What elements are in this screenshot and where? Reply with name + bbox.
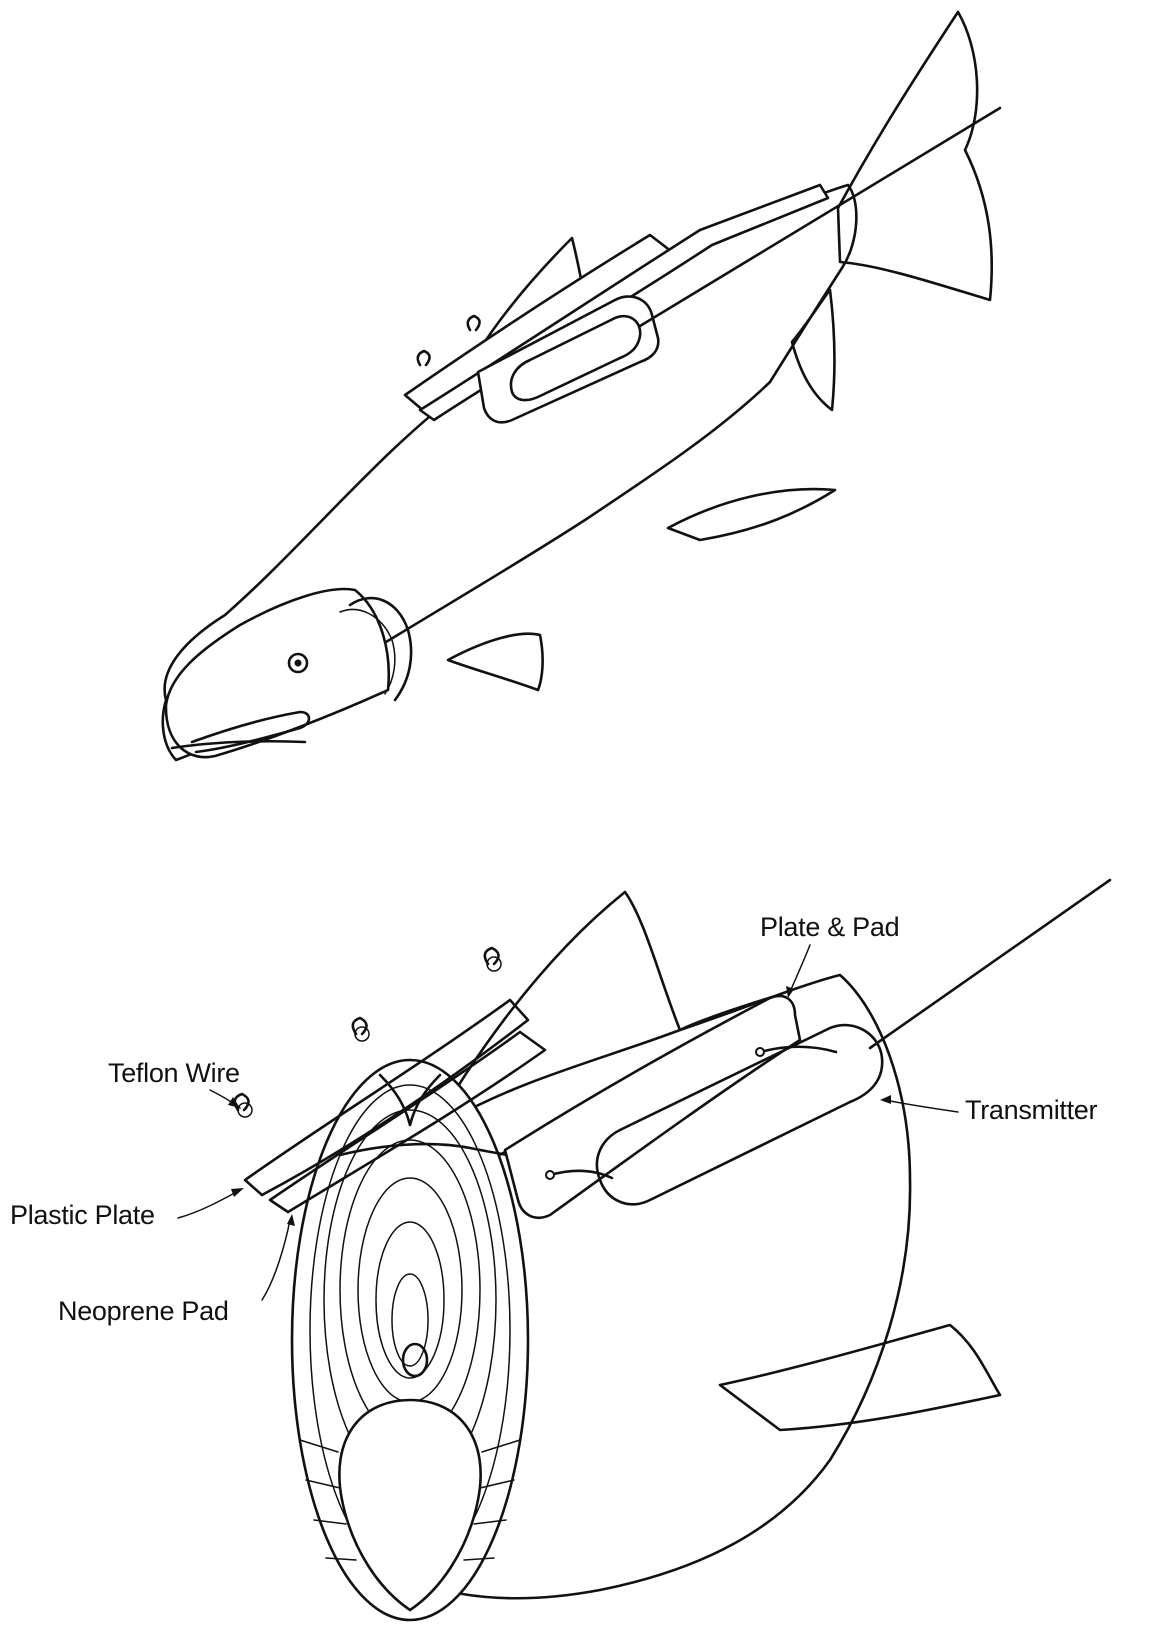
top-wire-loop-1 xyxy=(418,351,430,365)
arrow-plate-and-pad xyxy=(786,986,794,998)
top-fish-head xyxy=(166,589,389,757)
arrow-plastic-plate xyxy=(231,1188,244,1197)
label-plastic-plate: Plastic Plate xyxy=(10,1200,155,1231)
arrow-teflon-wire xyxy=(228,1097,240,1108)
arrow-transmitter xyxy=(880,1095,891,1104)
pectoral-fin xyxy=(448,634,543,690)
label-teflon-wire: Teflon Wire xyxy=(108,1058,240,1089)
label-transmitter: Transmitter xyxy=(965,1095,1097,1126)
top-wire-loop-2 xyxy=(468,316,480,330)
pelvic-fin xyxy=(668,489,835,540)
top-fish-illustration xyxy=(163,12,1000,760)
bottom-antenna xyxy=(870,880,1110,1048)
leader-plastic-plate xyxy=(178,1190,240,1218)
label-plate-and-pad: Plate & Pad xyxy=(760,912,899,943)
plate-and-pad-right xyxy=(505,996,800,1218)
cross-section-illustration xyxy=(178,880,1110,1620)
arrow-neoprene-pad xyxy=(287,1214,295,1226)
label-neoprene-pad: Neoprene Pad xyxy=(58,1296,229,1327)
anal-fin xyxy=(792,290,834,410)
leader-neoprene-pad xyxy=(262,1220,290,1300)
leader-transmitter xyxy=(885,1100,958,1112)
bottom-tail-fin xyxy=(720,1325,1000,1430)
caudal-fin xyxy=(838,12,992,300)
top-antenna xyxy=(640,108,1000,326)
